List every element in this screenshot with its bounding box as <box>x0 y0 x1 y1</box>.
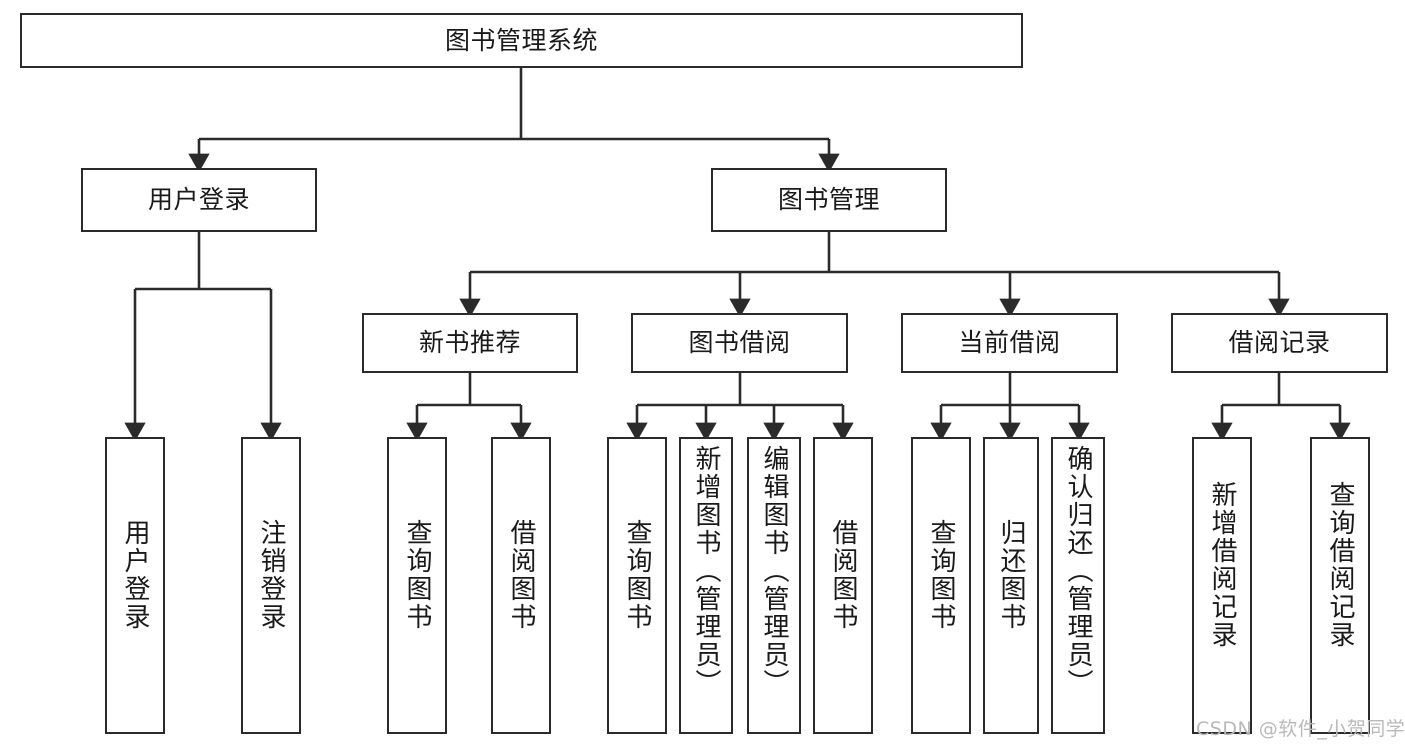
node-label: 查询图书 <box>926 519 956 631</box>
leaf-user-login[interactable]: 用户登录 <box>105 437 165 734</box>
node-label: 新书推荐 <box>418 328 521 358</box>
node-label: 确认归还（管理员） <box>1063 445 1093 697</box>
leaf-return-book[interactable]: 归还图书 <box>983 437 1039 734</box>
node-label: 查询图书 <box>402 519 432 631</box>
node-label: 新增图书（管理员） <box>691 445 721 697</box>
leaf-query-borrow-record[interactable]: 查询借阅记录 <box>1310 437 1370 734</box>
node-label: 注销登录 <box>256 519 286 631</box>
node-new-book-recommend[interactable]: 新书推荐 <box>362 313 578 373</box>
leaf-add-book-admin[interactable]: 新增图书（管理员） <box>679 437 733 734</box>
node-label: 当前借阅 <box>958 328 1061 358</box>
node-label: 图书管理系统 <box>444 25 598 55</box>
leaf-confirm-return-admin[interactable]: 确认归还（管理员） <box>1051 437 1105 734</box>
leaf-add-borrow-record[interactable]: 新增借阅记录 <box>1192 437 1252 734</box>
node-label: 新增借阅记录 <box>1207 481 1237 649</box>
watermark-csdn: CSDN @软件_小贺同学 <box>1196 718 1405 740</box>
node-book-borrow[interactable]: 图书借阅 <box>631 313 848 373</box>
leaf-borrow-book-recommend[interactable]: 借阅图书 <box>491 437 551 734</box>
leaf-borrow-book[interactable]: 借阅图书 <box>813 437 873 734</box>
node-label: 借阅图书 <box>506 519 536 631</box>
leaf-logout[interactable]: 注销登录 <box>241 437 301 734</box>
node-label: 查询借阅记录 <box>1325 481 1355 649</box>
leaf-query-book-borrow[interactable]: 查询图书 <box>607 437 667 734</box>
leaf-query-book-current[interactable]: 查询图书 <box>911 437 971 734</box>
node-book-management[interactable]: 图书管理 <box>711 168 947 232</box>
node-label: 归还图书 <box>996 519 1026 631</box>
node-borrow-record[interactable]: 借阅记录 <box>1171 313 1388 373</box>
node-label: 图书借阅 <box>688 328 791 358</box>
node-user-login[interactable]: 用户登录 <box>81 168 317 232</box>
node-label: 借阅图书 <box>828 519 858 631</box>
node-label: 编辑图书（管理员） <box>759 445 789 697</box>
leaf-edit-book-admin[interactable]: 编辑图书（管理员） <box>747 437 801 734</box>
node-current-borrow[interactable]: 当前借阅 <box>901 313 1118 373</box>
leaf-query-book-recommend[interactable]: 查询图书 <box>387 437 447 734</box>
node-root-system[interactable]: 图书管理系统 <box>20 13 1023 68</box>
node-label: 查询图书 <box>622 519 652 631</box>
node-label: 用户登录 <box>147 185 250 215</box>
node-label: 借阅记录 <box>1228 328 1331 358</box>
node-label: 用户登录 <box>120 519 150 631</box>
node-label: 图书管理 <box>777 185 880 215</box>
